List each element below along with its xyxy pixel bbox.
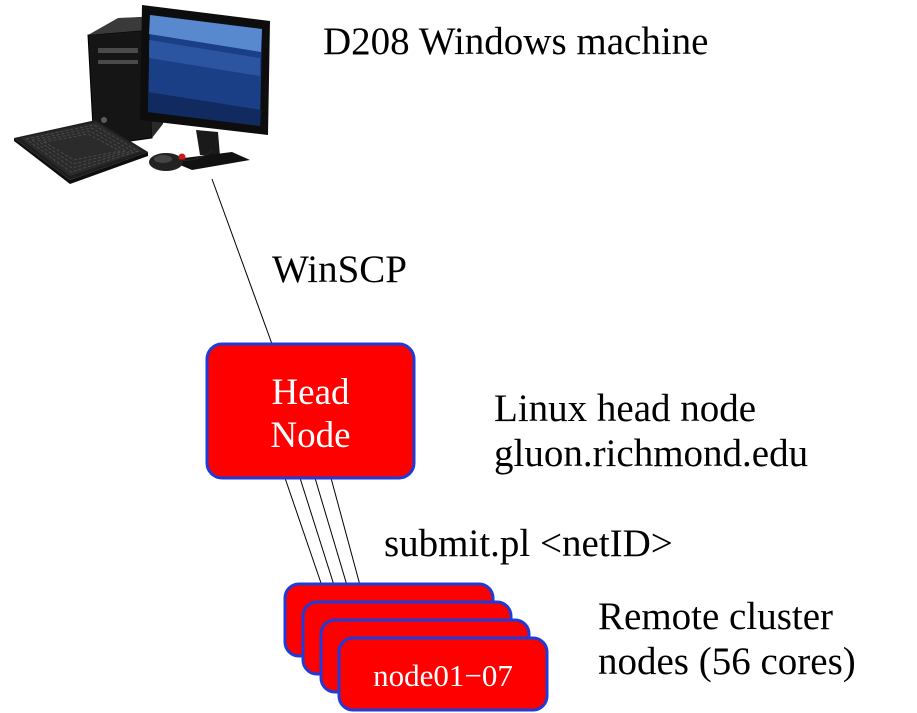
- head-node-description-line1: Linux head node: [494, 387, 757, 430]
- cluster-description-line2: nodes (56 cores): [598, 640, 856, 684]
- head-node-label-line2: Node: [270, 415, 351, 457]
- winscp-connection-line: [211, 178, 273, 345]
- cluster-node-box-4: [337, 636, 549, 712]
- computer-keyboard: [14, 120, 148, 184]
- cluster-description: Remote cluster nodes (56 cores): [598, 594, 856, 684]
- head-node-description: Linux head node gluon.richmond.edu: [494, 386, 808, 476]
- head-node-label: Head Node: [207, 371, 414, 458]
- desktop-computer-icon: [14, 5, 270, 184]
- submit-command-label: submit.pl <netID>: [384, 522, 673, 565]
- head-node-label-line1: Head: [271, 372, 350, 413]
- head-node-description-line2: gluon.richmond.edu: [494, 432, 809, 476]
- cluster-node-label: node01−07: [373, 658, 513, 693]
- computer-label: D208 Windows machine: [323, 20, 709, 63]
- connection-line-node-2: [299, 477, 340, 602]
- computer-mouse: [149, 149, 213, 171]
- winscp-label: WinSCP: [272, 248, 407, 291]
- connection-line-node-1: [284, 477, 322, 584]
- cluster-node-stack: [283, 582, 549, 712]
- cluster-description-line1: Remote cluster: [598, 595, 834, 638]
- head-node-box: [205, 342, 416, 480]
- computer-monitor: [140, 5, 270, 170]
